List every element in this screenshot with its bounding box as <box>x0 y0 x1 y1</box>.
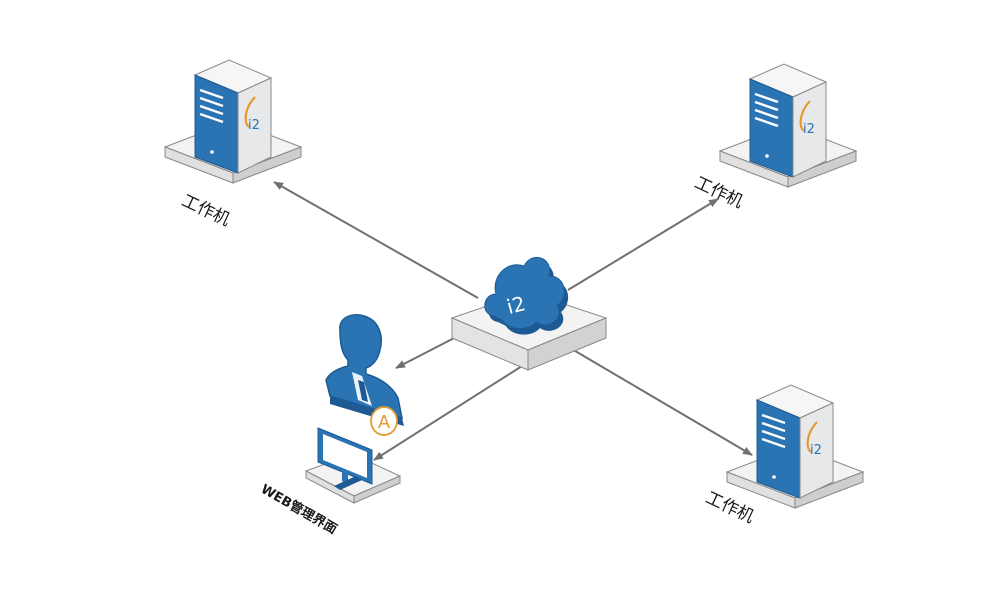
server-icon: i2 <box>748 63 828 178</box>
workstation-top-left: i2 工作机 <box>163 59 303 231</box>
workstation-label: 工作机 <box>178 191 233 231</box>
workstation-top-right: i2 工作机 <box>691 63 858 213</box>
cloud-label: i2 <box>504 291 528 319</box>
admin-user: A <box>325 314 404 436</box>
server-logo: i2 <box>248 118 260 133</box>
server-logo: i2 <box>810 443 822 458</box>
server-icon: i2 <box>193 59 273 174</box>
arrow-to-workstation-bottom-right <box>564 344 753 456</box>
arrow-to-admin-user <box>395 333 463 369</box>
arrow-to-workstation-top-left <box>273 181 479 299</box>
user-icon <box>325 314 404 426</box>
cloud-node: i2 <box>450 256 608 371</box>
workstation-bottom-right: i2 工作机 <box>702 384 865 528</box>
monitor-icon <box>317 427 373 490</box>
connections <box>273 181 753 461</box>
admin-badge: A <box>370 406 398 436</box>
workstation-label: 工作机 <box>691 173 746 213</box>
server-icon: i2 <box>755 384 835 499</box>
cloud-icon: i2 <box>484 256 569 335</box>
workstation-label: 工作机 <box>702 488 757 528</box>
web-admin-console: WEB管理界面 <box>258 427 402 537</box>
arrow-to-workstation-top-right <box>567 198 719 291</box>
server-logo: i2 <box>803 122 815 137</box>
admin-badge-letter: A <box>378 412 391 433</box>
arrow-to-web-monitor <box>373 365 523 461</box>
